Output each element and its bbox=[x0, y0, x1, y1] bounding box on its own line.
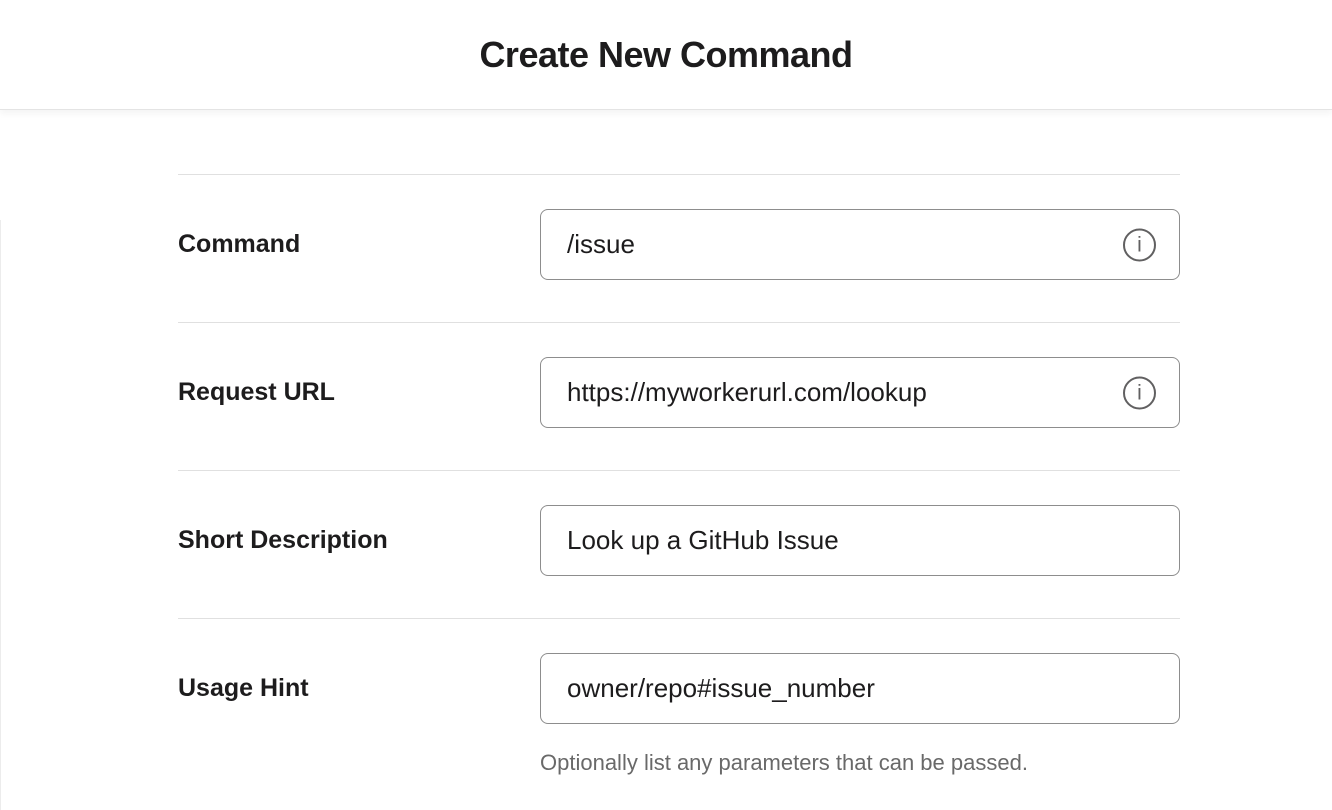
command-input-wrap: i bbox=[540, 209, 1180, 280]
info-icon[interactable]: i bbox=[1123, 376, 1156, 409]
command-label: Command bbox=[178, 230, 301, 258]
request-url-input[interactable] bbox=[540, 357, 1180, 428]
short-description-label: Short Description bbox=[178, 526, 388, 554]
form-row-short-description: Short Description bbox=[178, 470, 1180, 618]
usage-hint-input-wrap bbox=[540, 653, 1180, 724]
request-url-label: Request URL bbox=[178, 378, 335, 406]
usage-hint-input[interactable] bbox=[540, 653, 1180, 724]
form-row-command: Command i bbox=[178, 174, 1180, 322]
modal-header: Create New Command bbox=[0, 0, 1332, 110]
command-form: Command i Request URL i Short Descriptio… bbox=[0, 110, 1332, 810]
command-input[interactable] bbox=[540, 209, 1180, 280]
info-icon[interactable]: i bbox=[1123, 228, 1156, 261]
short-description-input[interactable] bbox=[540, 505, 1180, 576]
usage-hint-help-text: Optionally list any parameters that can … bbox=[540, 750, 1028, 775]
form-row-usage-hint: Usage Hint Optionally list any parameter… bbox=[178, 618, 1180, 804]
request-url-input-wrap: i bbox=[540, 357, 1180, 428]
usage-hint-label: Usage Hint bbox=[178, 674, 309, 702]
panel-edge-divider bbox=[0, 220, 1, 810]
form-row-request-url: Request URL i bbox=[178, 322, 1180, 470]
short-description-input-wrap bbox=[540, 505, 1180, 576]
page-title: Create New Command bbox=[479, 33, 853, 75]
